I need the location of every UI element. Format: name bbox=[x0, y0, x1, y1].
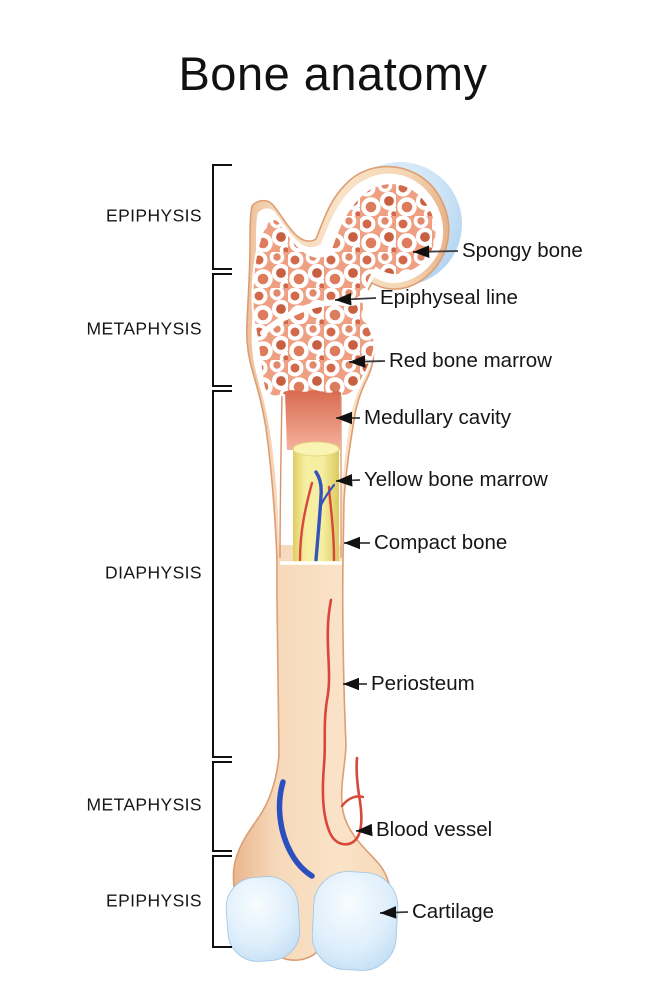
callout-cartilage: Cartilage bbox=[412, 900, 495, 923]
region-label-epiphysis-proximal: EPIPHYSIS bbox=[106, 205, 202, 226]
medullary-cavity-region bbox=[285, 390, 341, 450]
callout-medullary-cavity: Medullary cavity bbox=[364, 406, 511, 429]
distal-blue-vessel bbox=[276, 779, 315, 879]
callout-blood-vessel: Blood vessel bbox=[376, 818, 493, 841]
callout-yellow-bone-marrow: Yellow bone marrow bbox=[364, 468, 548, 491]
condyle-cartilage-left bbox=[225, 876, 301, 962]
region-label-metaphysis-proximal: METAPHYSIS bbox=[86, 318, 202, 339]
region-label-epiphysis-distal: EPIPHYSIS bbox=[106, 890, 202, 911]
shaft-blood-vessel bbox=[321, 598, 363, 846]
callout-compact-bone: Compact bone bbox=[374, 531, 508, 554]
shaft-blood-vessel-branch bbox=[340, 795, 365, 808]
diagram-title: Bone anatomy bbox=[178, 47, 488, 100]
callout-periosteum: Periosteum bbox=[371, 672, 475, 695]
region-label-metaphysis-distal: METAPHYSIS bbox=[86, 794, 202, 815]
marrow-vessels bbox=[298, 470, 336, 562]
region-bracket bbox=[212, 164, 232, 948]
callout-lines bbox=[334, 245, 459, 919]
spongy-bone-region bbox=[251, 182, 438, 399]
condyle-cartilage-right bbox=[311, 871, 399, 971]
region-label-diaphysis: DIAPHYSIS bbox=[105, 562, 202, 583]
callout-spongy-bone: Spongy bone bbox=[462, 239, 583, 262]
yellow-marrow-region bbox=[292, 441, 340, 563]
callout-epiphyseal-line: Epiphyseal line bbox=[380, 286, 518, 309]
callout-red-bone-marrow: Red bone marrow bbox=[389, 349, 552, 372]
